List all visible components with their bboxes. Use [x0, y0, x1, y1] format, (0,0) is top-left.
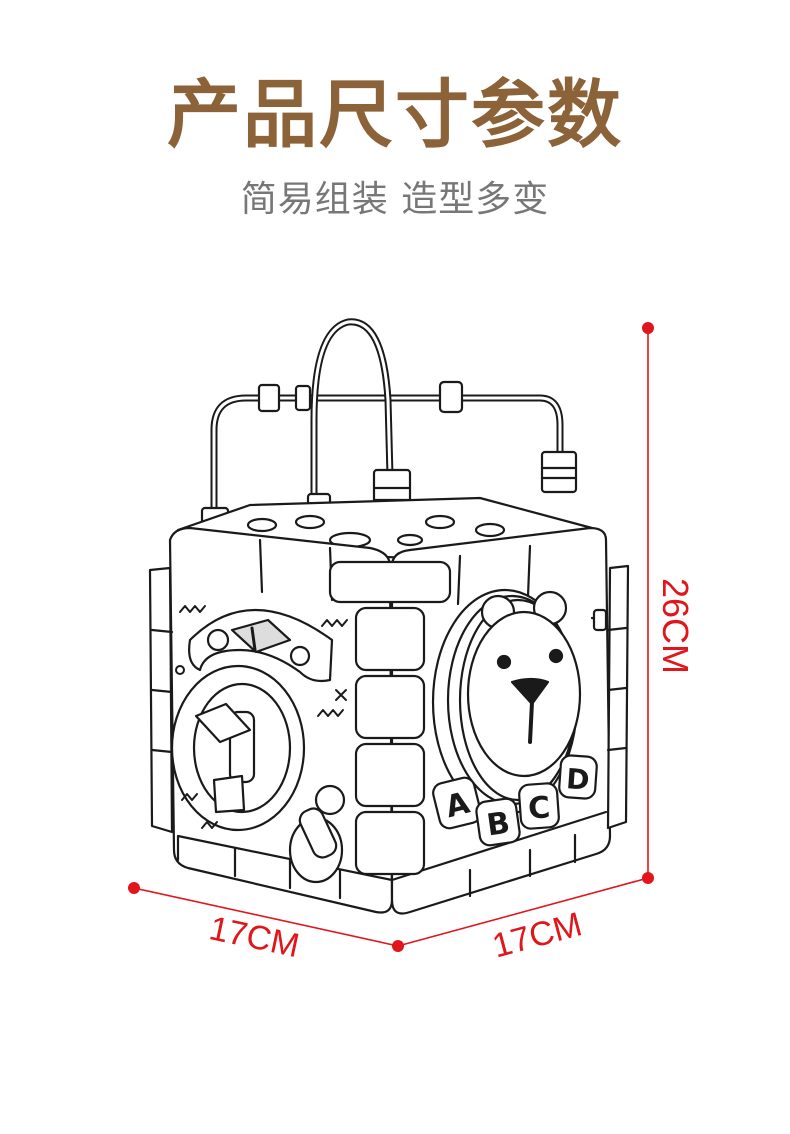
width-right-dimension-label: 17CM — [488, 905, 585, 965]
toggle-switch — [288, 784, 346, 884]
page-subtitle: 简易组装 造型多变 — [240, 179, 550, 220]
bear-face-panel — [431, 588, 608, 816]
dimension-lines — [128, 322, 654, 952]
top-face-pegs — [246, 514, 506, 549]
letter-block-c: C — [527, 790, 551, 826]
width-left-dimension-dot — [128, 882, 140, 894]
width-corner-dimension-dot — [392, 940, 404, 952]
width-left-dimension-label: 17CM — [206, 909, 303, 965]
width-right-dimension-line — [397, 877, 649, 947]
bead-maze-wires — [210, 318, 564, 524]
product-cube-drawing: A B C D — [148, 318, 630, 915]
page-title: 产品尺寸参数 — [167, 72, 623, 158]
steering-wheel — [170, 664, 306, 832]
height-dimension-top-dot — [642, 322, 654, 334]
height-dimension-label: 26CM — [655, 578, 696, 674]
letter-block-b: B — [485, 806, 513, 844]
squiggle-decorations — [175, 605, 348, 829]
gauge-panel — [188, 608, 334, 683]
center-brick-column — [328, 560, 452, 876]
width-left-dimension-line — [133, 887, 399, 947]
brick-frame — [148, 538, 630, 900]
letter-block-d: D — [565, 762, 590, 797]
letter-blocks: A B C D — [432, 754, 598, 847]
